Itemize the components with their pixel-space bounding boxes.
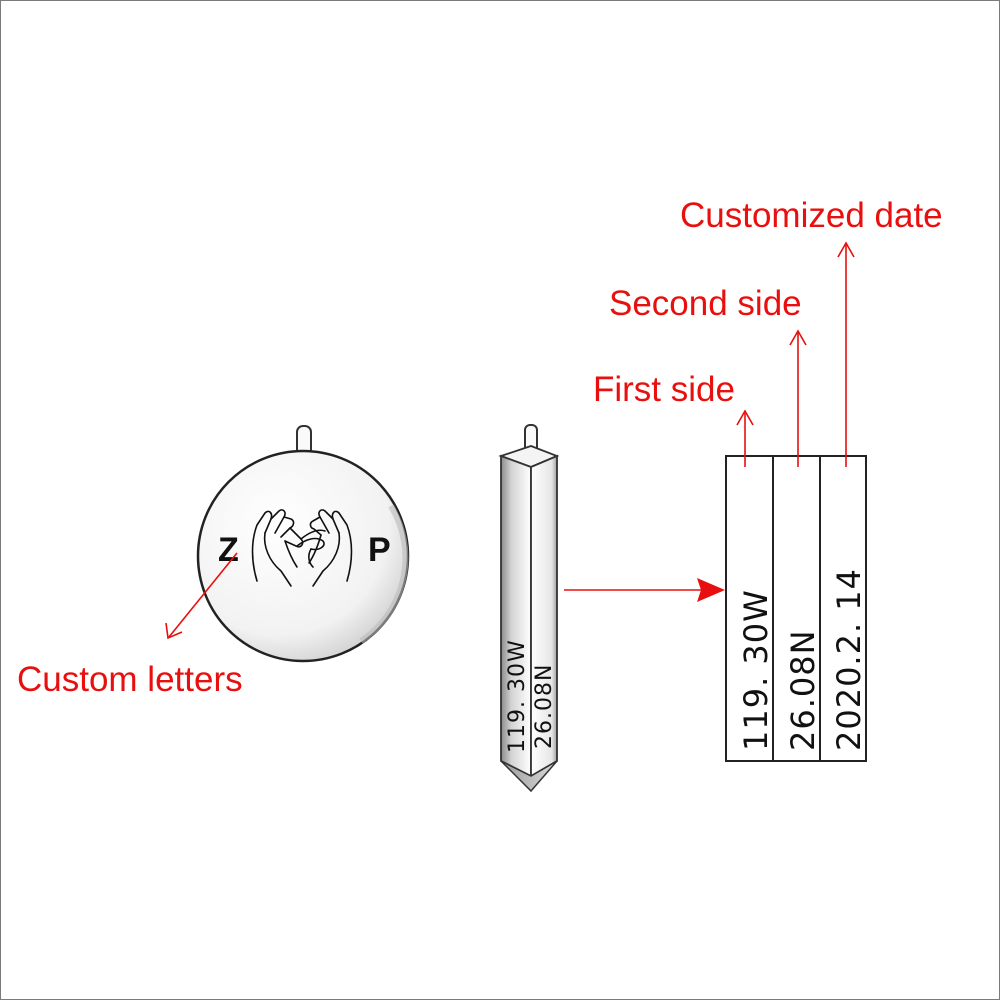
up-arrows <box>736 241 855 467</box>
label-second-side: Second side <box>609 284 802 323</box>
arrow-second-side <box>789 329 807 467</box>
label-custom-letters: Custom letters <box>17 660 243 699</box>
arrow-customized-date <box>837 241 855 467</box>
label-customized-date: Customized date <box>680 196 943 235</box>
bar-side-1-text: 119. 30W <box>505 639 530 753</box>
label-first-side: First side <box>593 370 735 409</box>
custom-letters-arrow <box>165 552 238 640</box>
bar-side-2-text: 26.08N <box>532 664 557 749</box>
round-pendant: Z P <box>165 425 410 663</box>
unfolded-sides <box>725 455 867 762</box>
side-2-text: 26.08N <box>784 629 822 751</box>
pinky-promise-hands-icon <box>251 509 353 587</box>
side-panel-3 <box>819 455 867 762</box>
bar-pendant-3d: 119. 30W 26.08N <box>498 424 560 793</box>
pendant-letter-left: Z <box>218 531 239 569</box>
side-1-text: 119. 30W <box>737 589 775 751</box>
side-3-text: 2020.2. 14 <box>830 568 868 751</box>
expand-arrow <box>564 578 725 602</box>
pendant-letter-right: P <box>368 531 391 569</box>
arrow-first-side <box>736 409 754 467</box>
side-panel-1 <box>725 455 774 762</box>
